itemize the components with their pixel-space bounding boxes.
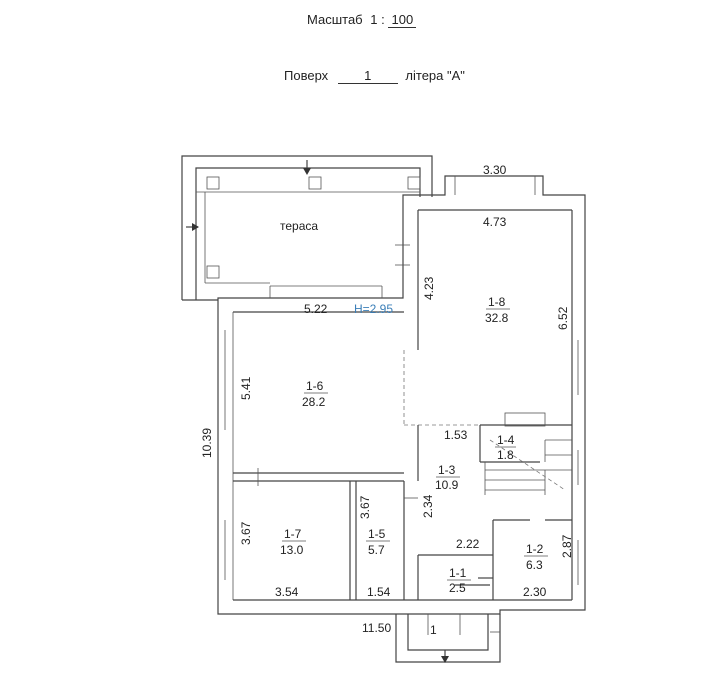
dim-1: 1 bbox=[430, 623, 437, 637]
room-1-7-id: 1-7 bbox=[284, 527, 302, 541]
room-1-2-id: 1-2 bbox=[526, 542, 544, 556]
dim-11-50: 11.50 bbox=[362, 621, 391, 635]
room-1-1-id: 1-1 bbox=[449, 566, 467, 580]
room-labels: тераса 1-8 32.8 1-6 28.2 1-4 1.8 1-3 10.… bbox=[280, 219, 548, 595]
litera-value: "А" bbox=[447, 68, 465, 83]
dim-3-30: 3.30 bbox=[483, 163, 507, 177]
room-1-4-id: 1-4 bbox=[497, 433, 515, 447]
dim-6-52: 6.52 bbox=[556, 306, 570, 330]
outer-walls bbox=[217, 175, 586, 615]
scale-left: 1 : bbox=[370, 12, 385, 27]
floor-label: Поверх bbox=[284, 68, 329, 83]
room-1-5-id: 1-5 bbox=[368, 527, 386, 541]
room-1-6-area: 28.2 bbox=[302, 395, 326, 409]
interior-walls bbox=[233, 350, 572, 600]
room-1-3-id: 1-3 bbox=[438, 463, 456, 477]
dim-10-39: 10.39 bbox=[200, 428, 214, 458]
terrace bbox=[181, 155, 433, 301]
scale-value: 100 bbox=[388, 12, 417, 28]
dim-3-67-left: 3.67 bbox=[239, 521, 253, 545]
scale-line: Масштаб 1 : 100 bbox=[307, 12, 417, 28]
entrance-porch bbox=[395, 577, 501, 663]
dim-3-54: 3.54 bbox=[275, 585, 299, 599]
height-label: H=2.95 bbox=[354, 302, 393, 316]
dim-4-73: 4.73 bbox=[483, 215, 507, 229]
floor-line: Поверх 1 літера "А" bbox=[284, 68, 465, 84]
room-1-8-id: 1-8 bbox=[488, 295, 506, 309]
room-1-6-id: 1-6 bbox=[306, 379, 324, 393]
dim-5-41: 5.41 bbox=[239, 376, 253, 400]
dim-1-53: 1.53 bbox=[444, 428, 468, 442]
room-1-3-area: 10.9 bbox=[435, 478, 459, 492]
staircase bbox=[484, 412, 572, 495]
scale-label: Масштаб bbox=[307, 12, 363, 27]
dim-2-87: 2.87 bbox=[560, 534, 574, 558]
dim-3-67-right: 3.67 bbox=[358, 495, 372, 519]
dim-4-23: 4.23 bbox=[422, 276, 436, 300]
room-1-1-area: 2.5 bbox=[449, 581, 466, 595]
dim-2-30: 2.30 bbox=[523, 585, 547, 599]
room-1-2-area: 6.3 bbox=[526, 558, 543, 572]
room-1-8-area: 32.8 bbox=[485, 311, 509, 325]
dim-2-34: 2.34 bbox=[421, 494, 435, 518]
litera-label: літера bbox=[405, 68, 444, 83]
dim-5-22: 5.22 bbox=[304, 302, 328, 316]
dim-2-22: 2.22 bbox=[456, 537, 480, 551]
floor-value: 1 bbox=[337, 68, 398, 84]
dim-1-54: 1.54 bbox=[367, 585, 391, 599]
dimension-labels: 3.30 4.73 4.23 6.52 5.22 H=2.95 5.41 10.… bbox=[200, 163, 574, 637]
room-1-7-area: 13.0 bbox=[280, 543, 304, 557]
room-1-5-area: 5.7 bbox=[368, 543, 385, 557]
room-1-4-area: 1.8 bbox=[497, 448, 514, 462]
terrace-label: тераса bbox=[280, 219, 318, 233]
